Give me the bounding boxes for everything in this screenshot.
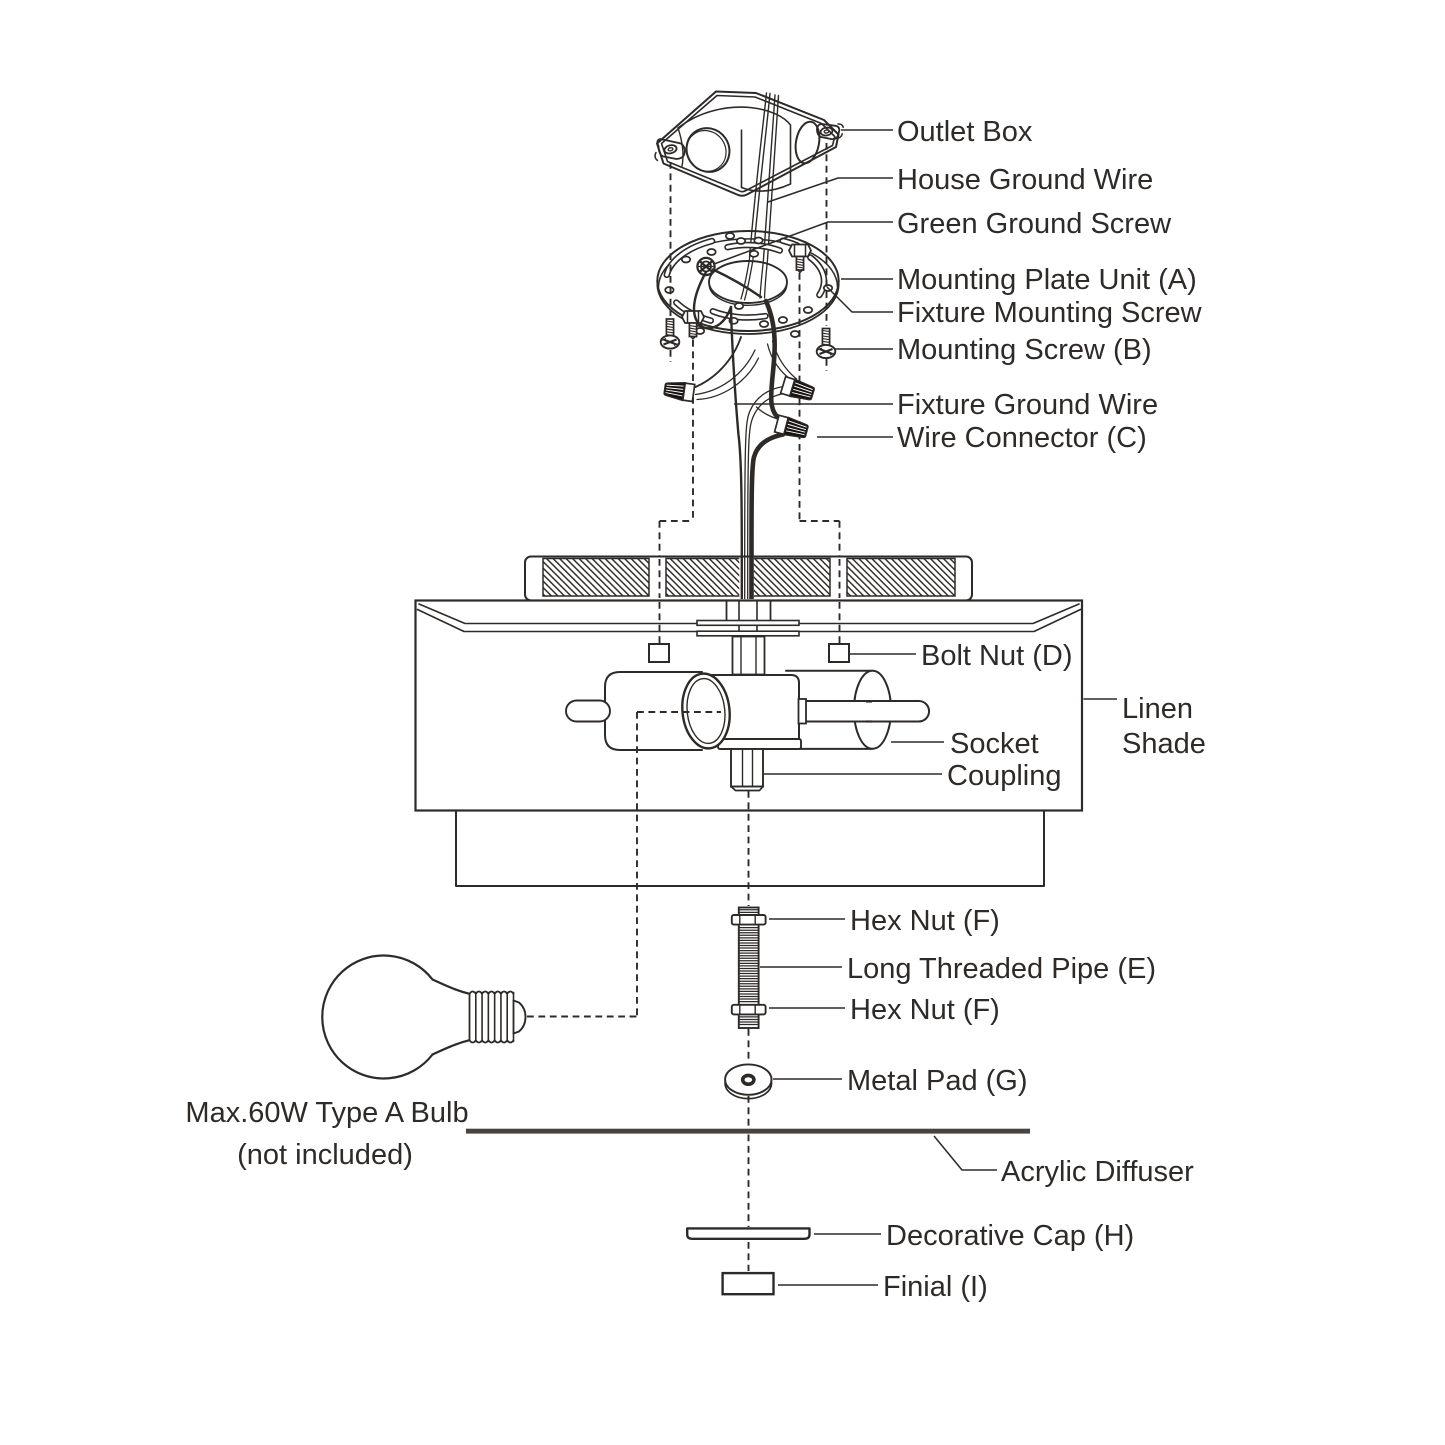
svg-text:Long Threaded Pipe (E): Long Threaded Pipe (E) [847,953,1156,985]
svg-text:Hex Nut (F): Hex Nut (F) [850,905,1000,937]
svg-text:Wire Connector (C): Wire Connector (C) [897,422,1147,454]
svg-text:House Ground Wire: House Ground Wire [897,164,1153,196]
svg-text:Hex Nut (F): Hex Nut (F) [850,994,1000,1026]
svg-text:Socket: Socket [950,728,1039,760]
svg-text:Fixture Mounting Screw: Fixture Mounting Screw [897,297,1203,329]
svg-text:Finial (I): Finial (I) [883,1271,988,1303]
svg-text:Mounting Screw (B): Mounting Screw (B) [897,334,1152,366]
svg-text:Fixture Ground Wire: Fixture Ground Wire [897,389,1158,421]
svg-text:Shade: Shade [1122,728,1206,760]
svg-text:Linen: Linen [1122,693,1193,725]
svg-text:Bolt Nut (D): Bolt Nut (D) [921,640,1072,672]
svg-text:Decorative Cap (H): Decorative Cap (H) [886,1220,1134,1252]
svg-text:Green Ground Screw: Green Ground Screw [897,208,1172,240]
svg-text:Mounting Plate Unit (A): Mounting Plate Unit (A) [897,264,1197,296]
svg-text:Outlet Box: Outlet Box [897,116,1033,148]
svg-text:Acrylic Diffuser: Acrylic Diffuser [1001,1156,1194,1188]
svg-text:Max.60W Type A Bulb: Max.60W Type A Bulb [185,1097,468,1129]
svg-text:Metal Pad (G): Metal Pad (G) [847,1065,1028,1097]
svg-text:(not included): (not included) [237,1139,413,1171]
svg-text:Coupling: Coupling [947,760,1061,792]
